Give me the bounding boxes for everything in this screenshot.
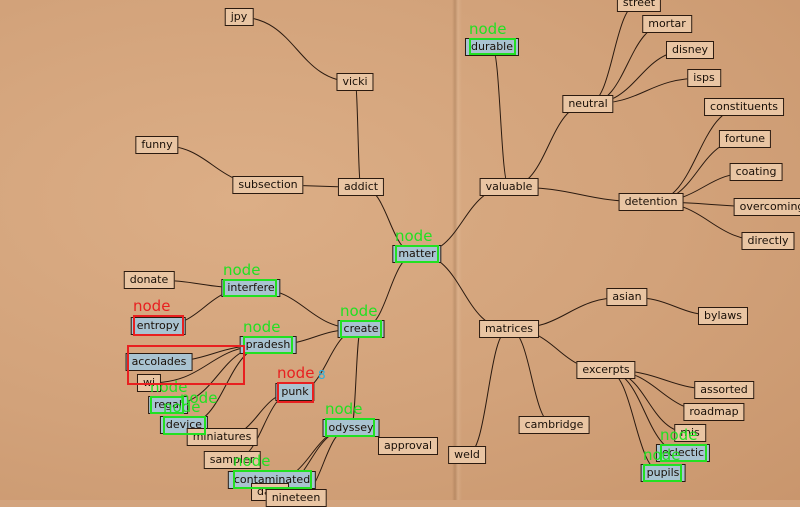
- node-detention[interactable]: detention: [618, 193, 684, 211]
- node-constituents[interactable]: constituents: [704, 98, 784, 116]
- detection-label: node: [395, 227, 433, 245]
- node-pradesh[interactable]: pradesh: [239, 336, 297, 354]
- detection-box: [325, 418, 375, 437]
- detection-box: [133, 315, 184, 336]
- detection-label: node: [223, 261, 261, 279]
- node-approval[interactable]: approval: [377, 437, 439, 455]
- node-mortar[interactable]: mortar: [642, 15, 692, 33]
- detection-box: [223, 279, 277, 297]
- edge-valuable-durable: [491, 46, 510, 188]
- detection-label: node: [277, 364, 315, 382]
- detection-label: node: [325, 400, 363, 418]
- detection-box: [395, 245, 439, 263]
- detection-label: node: [340, 302, 378, 320]
- node-jpy[interactable]: jpy: [224, 8, 254, 26]
- edge-matrices-weld: [466, 328, 510, 456]
- edge-vicki-addict: [354, 81, 362, 188]
- node-disney[interactable]: disney: [665, 41, 715, 59]
- node-sampler[interactable]: sampler: [203, 451, 261, 469]
- node-funny[interactable]: funny: [135, 136, 179, 154]
- detection-box: [127, 345, 245, 385]
- detection-label: node: [133, 297, 171, 315]
- detection-label: node: [163, 398, 201, 416]
- node-bylaws[interactable]: bylaws: [697, 307, 749, 325]
- node-coating[interactable]: coating: [729, 163, 783, 181]
- detection-box: [233, 470, 312, 489]
- node-mis[interactable]: mis: [674, 424, 706, 442]
- detection-label: node: [243, 318, 281, 336]
- node-donate[interactable]: donate: [123, 271, 175, 289]
- edge-matter-matrices: [416, 253, 510, 330]
- node-overcoming[interactable]: overcoming: [733, 198, 800, 216]
- edge-detention-constituents: [650, 106, 745, 203]
- node-matrices[interactable]: matrices: [479, 320, 539, 338]
- detection-label: node: [643, 446, 681, 464]
- detection-box: [643, 464, 682, 482]
- detection-box: [243, 336, 293, 354]
- node-excerpts[interactable]: excerpts: [576, 361, 636, 379]
- node-cambridge[interactable]: cambridge: [518, 416, 590, 434]
- node-asian[interactable]: asian: [606, 288, 648, 306]
- detection-box: [150, 396, 184, 414]
- detection-label-extra: node: [180, 389, 218, 407]
- detection-box: [277, 382, 314, 403]
- edge-valuable-neutral: [508, 103, 589, 188]
- detection-label-extra: 8: [318, 368, 326, 382]
- detection-label: node: [469, 20, 507, 38]
- detection-box: [660, 444, 707, 462]
- edge-neutral-mortar: [587, 23, 668, 105]
- node-roadmap[interactable]: roadmap: [683, 403, 745, 421]
- node-neutral[interactable]: neutral: [562, 95, 614, 113]
- node-addict[interactable]: addict: [337, 178, 385, 196]
- node-directly[interactable]: directly: [741, 232, 795, 250]
- node-assorted[interactable]: assorted: [694, 381, 754, 399]
- node-vicki[interactable]: vicki: [336, 73, 374, 91]
- node-subsection[interactable]: subsection: [232, 176, 304, 194]
- node-valuable[interactable]: valuable: [479, 178, 539, 196]
- detection-box: [163, 416, 206, 435]
- node-street[interactable]: street: [616, 0, 662, 12]
- node-regal[interactable]: regal: [148, 396, 188, 414]
- node-durable[interactable]: durable: [464, 38, 520, 56]
- node-eclectic[interactable]: eclectic: [655, 444, 711, 462]
- detection-label: node: [660, 426, 698, 444]
- node-isps[interactable]: isps: [687, 69, 721, 87]
- detection-box: [469, 38, 516, 55]
- node-accolades[interactable]: accolades: [125, 353, 193, 371]
- edge-matrices-cambridge: [508, 328, 555, 426]
- node-fortune[interactable]: fortune: [718, 130, 772, 148]
- detection-label: node: [233, 452, 271, 470]
- node-weld[interactable]: weld: [448, 446, 486, 464]
- node-nineteen[interactable]: nineteen: [265, 489, 327, 507]
- detection-box: [340, 320, 382, 338]
